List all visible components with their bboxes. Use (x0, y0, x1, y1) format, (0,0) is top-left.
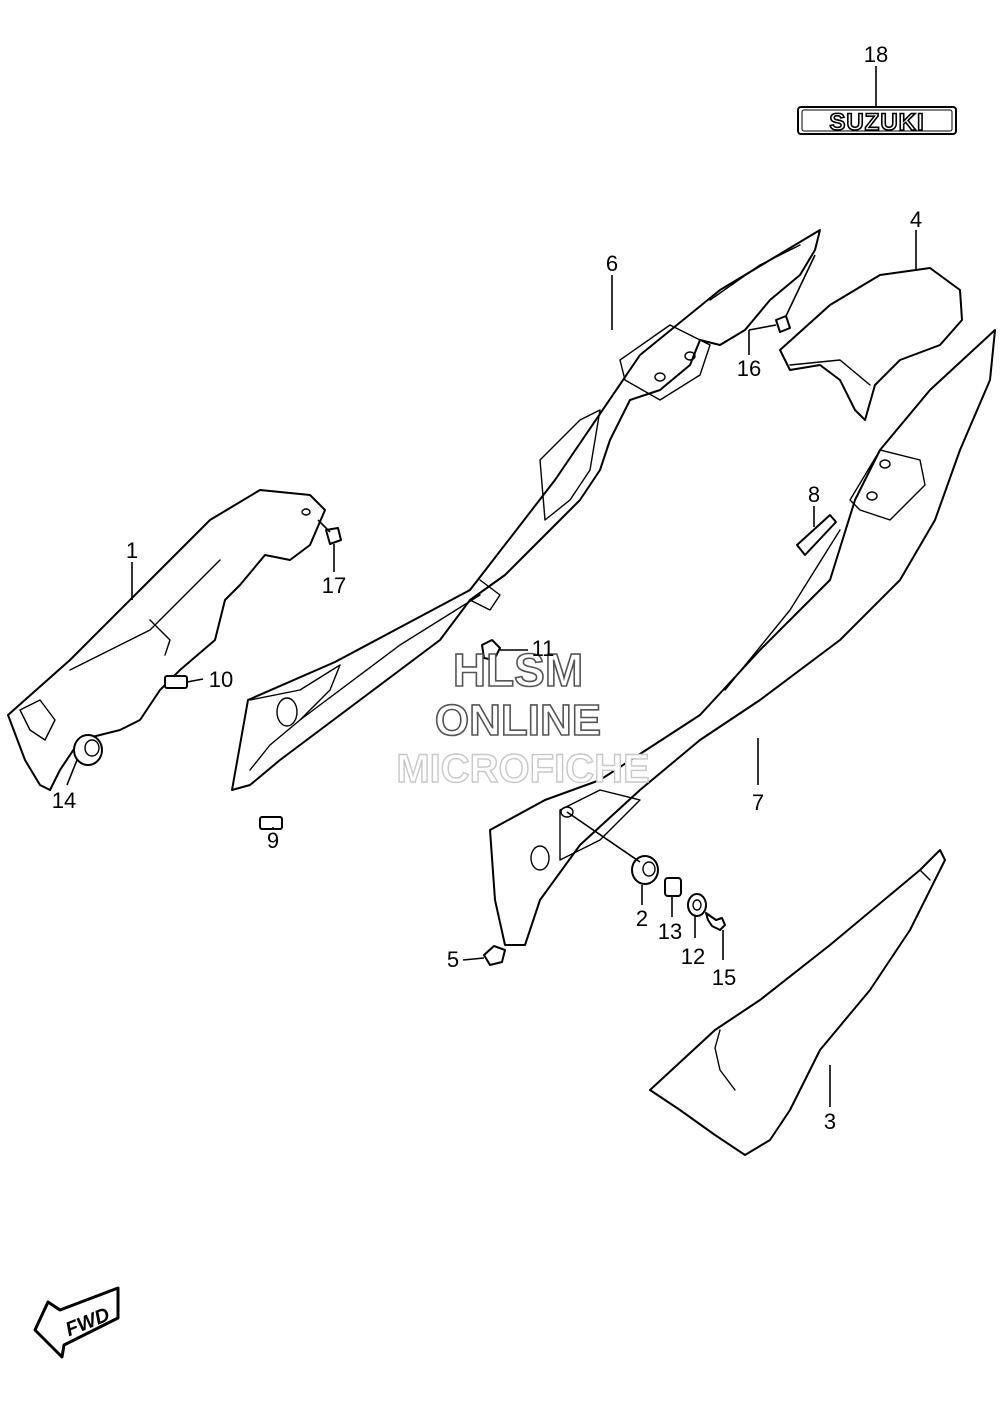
callout-6: 6 (606, 251, 618, 276)
callout-16: 16 (737, 356, 761, 381)
leader-lines (66, 66, 917, 1107)
watermark-line2: ONLINE (435, 696, 601, 745)
cushion-8 (796, 514, 837, 556)
callout-14: 14 (52, 788, 76, 813)
callout-8: 8 (808, 482, 820, 507)
watermark: HLSM ONLINE MICROFICHE (396, 643, 651, 792)
clip-11 (481, 639, 501, 661)
cushion-10 (164, 675, 188, 689)
callout-17: 17 (322, 573, 346, 598)
screw-17 (317, 519, 342, 545)
callout-12: 12 (681, 944, 705, 969)
callout-13: 13 (658, 919, 682, 944)
collar-13 (664, 877, 682, 897)
forward-arrow: FWD (33, 1286, 120, 1359)
grommet-2 (631, 855, 659, 885)
frame-cover-left (231, 229, 821, 791)
callout-11: 11 (532, 636, 555, 661)
frame-cover-right (489, 329, 996, 946)
callout-10: 10 (209, 667, 233, 692)
watermark-line3: MICROFICHE (396, 747, 649, 791)
callout-labels: 18 4 6 16 8 1 17 10 11 7 14 9 2 13 12 15… (52, 42, 922, 1134)
tail-cover (779, 267, 963, 421)
callout-4: 4 (910, 207, 922, 232)
suzuki-badge: SUZUKI (797, 106, 957, 137)
callout-15: 15 (712, 965, 736, 990)
front-left-cover (7, 489, 326, 791)
callout-3: 3 (824, 1109, 836, 1134)
callout-9: 9 (267, 828, 279, 853)
nut-5 (483, 945, 506, 966)
side-cover (649, 849, 946, 1156)
grommet-14 (73, 734, 103, 766)
callout-7: 7 (752, 790, 764, 815)
screw-16 (775, 254, 816, 333)
washer-12 (687, 893, 707, 917)
cushion-9 (259, 816, 283, 830)
bolt-15 (705, 912, 726, 931)
forward-arrow-icon (33, 1286, 120, 1359)
callout-18: 18 (864, 42, 888, 67)
callout-2: 2 (636, 906, 648, 931)
callout-5: 5 (447, 947, 459, 972)
callout-1: 1 (126, 538, 138, 563)
suzuki-badge-text: SUZUKI (829, 109, 924, 136)
watermark-line1: HLSM (453, 644, 583, 696)
